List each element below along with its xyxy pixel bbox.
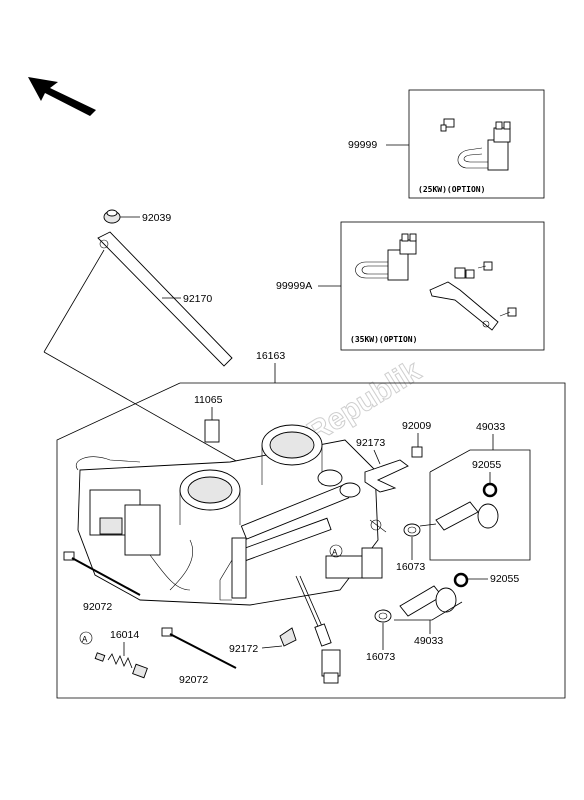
option-box-35kw: 99999A (35KW)(OPTION) — [276, 221, 545, 351]
part-label: 16073 — [396, 561, 425, 573]
part-label: 49033 — [414, 635, 443, 647]
direction-arrow-icon — [28, 77, 96, 116]
part-label: 92172 — [229, 643, 258, 655]
reference-marker — [79, 631, 93, 645]
part-label: 49033 — [476, 421, 505, 433]
clip-part — [103, 209, 121, 224]
part-label: 16073 — [366, 651, 395, 663]
option-caption: (35KW)(OPTION) — [350, 335, 417, 344]
sleeve-part — [204, 419, 220, 443]
part-label: 92072 — [83, 601, 112, 613]
strap-part — [97, 231, 233, 367]
part-label: 92055 — [490, 573, 519, 585]
bracket-icon — [429, 281, 499, 331]
screw-part — [279, 627, 297, 647]
sensor-lead — [295, 575, 341, 684]
reference-marker-label: A — [82, 635, 88, 644]
throttle-body — [75, 424, 387, 606]
option-part-number: 99999A — [276, 280, 312, 292]
connector-harness-icon — [457, 121, 511, 171]
option-part-number: 99999 — [348, 139, 377, 151]
bolt-icon — [477, 261, 493, 271]
connector-harness-icon — [355, 233, 417, 281]
reference-marker-label: A — [332, 548, 338, 557]
bolt-icon — [499, 307, 517, 317]
bolt-icon — [454, 267, 475, 279]
connector-part — [325, 547, 383, 579]
option-caption: (25KW)(OPTION) — [418, 185, 485, 194]
bracket-part — [364, 459, 409, 493]
spring-part — [94, 652, 148, 679]
part-label: 92072 — [179, 674, 208, 686]
part-label: 16163 — [256, 350, 285, 362]
injector-part — [399, 585, 457, 617]
part-label: 11065 — [194, 394, 223, 406]
part-label: 92009 — [402, 420, 431, 432]
option-box-25kw: 99999 (25KW)(OPTION) — [348, 89, 545, 199]
injector-part — [435, 501, 499, 531]
part-label: 92039 — [142, 212, 171, 224]
reference-marker — [329, 544, 343, 558]
bolt-part — [411, 446, 423, 458]
assembly-frame — [56, 382, 566, 699]
part-label: 92173 — [356, 437, 385, 449]
part-label: 92055 — [472, 459, 501, 471]
cable-tie-part — [63, 551, 141, 596]
part-label: 16014 — [110, 629, 139, 641]
washer-part — [403, 523, 421, 537]
screw-icon — [440, 118, 455, 132]
part-label: 92170 — [183, 293, 212, 305]
washer-part — [374, 609, 392, 623]
cable-tie-part — [161, 627, 237, 669]
